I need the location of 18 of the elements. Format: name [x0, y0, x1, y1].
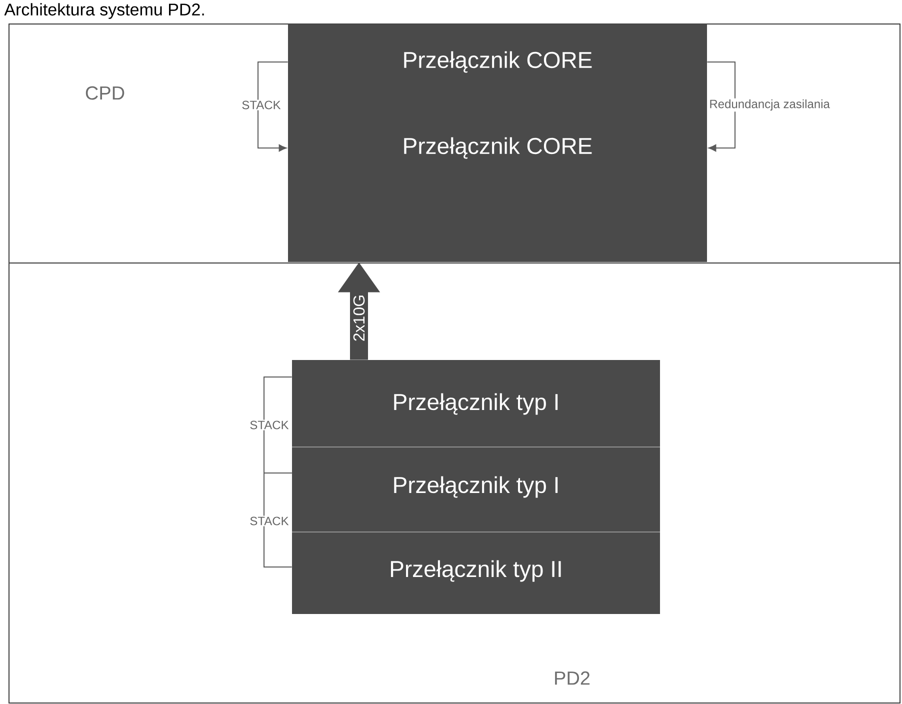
switch-box: Przełącznik typ I — [292, 447, 660, 532]
edge-label: Redundancja zasilania — [708, 98, 831, 112]
switch-box: Przełącznik typ I — [292, 360, 660, 447]
switch-box: Przełącznik typ II — [292, 532, 660, 614]
edge-label: STACK — [248, 516, 290, 526]
edge-label: STACK — [240, 100, 282, 110]
switch-box: Przełącznik CORE — [288, 24, 707, 105]
node-label: Przełącznik CORE — [404, 51, 592, 73]
edge-label: 2x10G — [352, 293, 366, 343]
node-label: Przełącznik typ II — [390, 560, 561, 582]
node-label: Przełącznik CORE — [404, 137, 592, 159]
switch-box: Przełącznik CORE — [288, 105, 707, 262]
bracket-arrow — [706, 62, 736, 152]
edge-label: STACK — [248, 420, 290, 430]
title: Architektura systemu PD2. — [4, 3, 204, 19]
node-label: Przełącznik typ I — [394, 393, 558, 415]
node-label: Przełącznik typ I — [394, 476, 558, 498]
bracket-arrow — [258, 62, 288, 152]
